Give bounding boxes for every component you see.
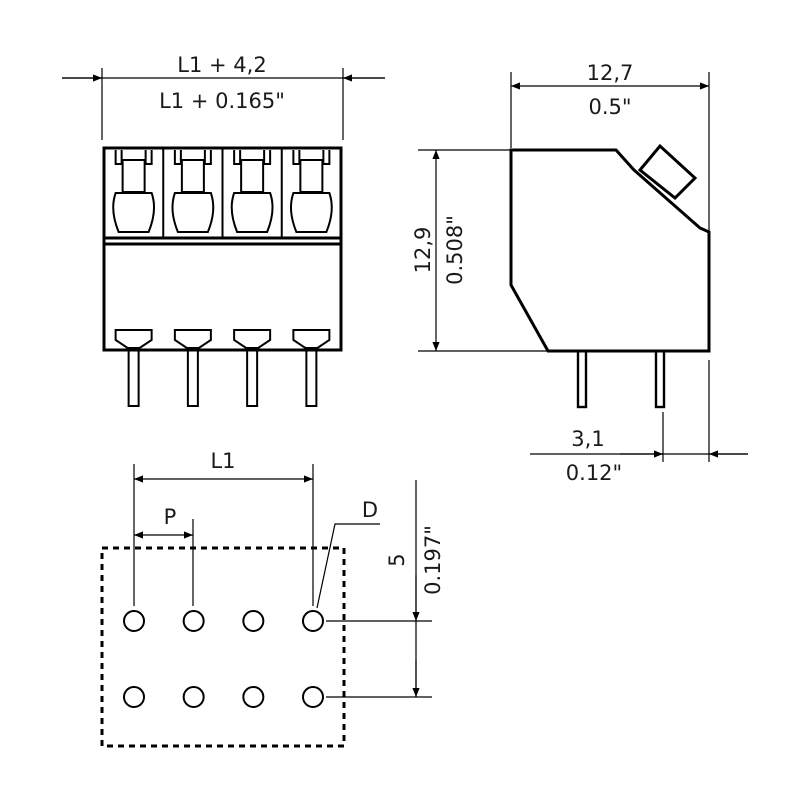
l1-label: L1 [210, 449, 235, 473]
row-spacing-imperial-label: 0.197" [421, 525, 445, 595]
footprint-hole [182, 686, 205, 708]
footprint-hole [242, 686, 265, 708]
footprint-hole [123, 610, 145, 632]
front-pin [305, 347, 318, 407]
diameter-label: D [362, 498, 378, 522]
side-width-metric-label: 12,7 [587, 61, 634, 85]
front-pole [280, 148, 333, 407]
wire-entry [171, 192, 215, 233]
release-button [637, 143, 698, 201]
footprint-hole [302, 610, 324, 632]
front-pole [221, 148, 274, 407]
diameter-leader [316, 523, 380, 609]
footprint-hole [182, 610, 205, 632]
offset-imperial-label: 0.12" [566, 461, 622, 485]
side-view: 12,7 0.5" 12,9 0.508" 3,1 0.12" [411, 61, 748, 485]
side-height-imperial-label: 0.508" [443, 215, 467, 285]
pitch-label: P [164, 505, 177, 529]
footprint-holes [123, 610, 324, 708]
clamp-spring [180, 159, 205, 193]
footprint-hole [302, 686, 324, 708]
side-height-metric-label: 12,9 [411, 227, 435, 274]
wire-entry [230, 192, 274, 233]
front-pole [162, 148, 215, 407]
side-pin-right [654, 349, 666, 409]
side-pin-left [576, 349, 588, 409]
offset-metric-label: 3,1 [571, 427, 604, 451]
row-spacing-metric-label: 5 [385, 553, 409, 566]
front-width-imperial-label: L1 + 0.165" [159, 89, 285, 113]
side-width-imperial-label: 0.5" [588, 95, 631, 119]
footprint-hole [123, 686, 145, 708]
wire-entry [289, 192, 333, 233]
clamp-spring [121, 159, 146, 193]
clamp-spring [299, 159, 324, 193]
footprint-view: L1 P D 5 0.197" [100, 449, 445, 748]
footprint-hole [242, 610, 265, 632]
footprint-outline [100, 546, 346, 748]
clamp-spring [240, 159, 265, 193]
side-housing [509, 148, 711, 353]
front-pole [112, 150, 156, 407]
front-pin [186, 347, 199, 407]
front-width-metric-label: L1 + 4,2 [177, 53, 266, 77]
wire-entry [112, 192, 156, 233]
front-pin [127, 347, 140, 407]
front-pin [246, 347, 259, 407]
front-view: L1 + 4,2 L1 + 0.165" [62, 53, 385, 407]
front-poles [112, 148, 333, 407]
